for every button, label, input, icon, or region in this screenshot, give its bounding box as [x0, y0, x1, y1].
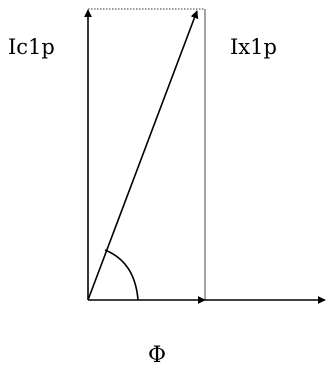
label-ic1p: Ic1p — [8, 35, 55, 59]
resultant-arrow — [87, 10, 199, 301]
label-phi: Φ — [148, 343, 167, 368]
label-ix1p: Ix1p — [230, 35, 277, 59]
angle-arc — [104, 249, 139, 301]
